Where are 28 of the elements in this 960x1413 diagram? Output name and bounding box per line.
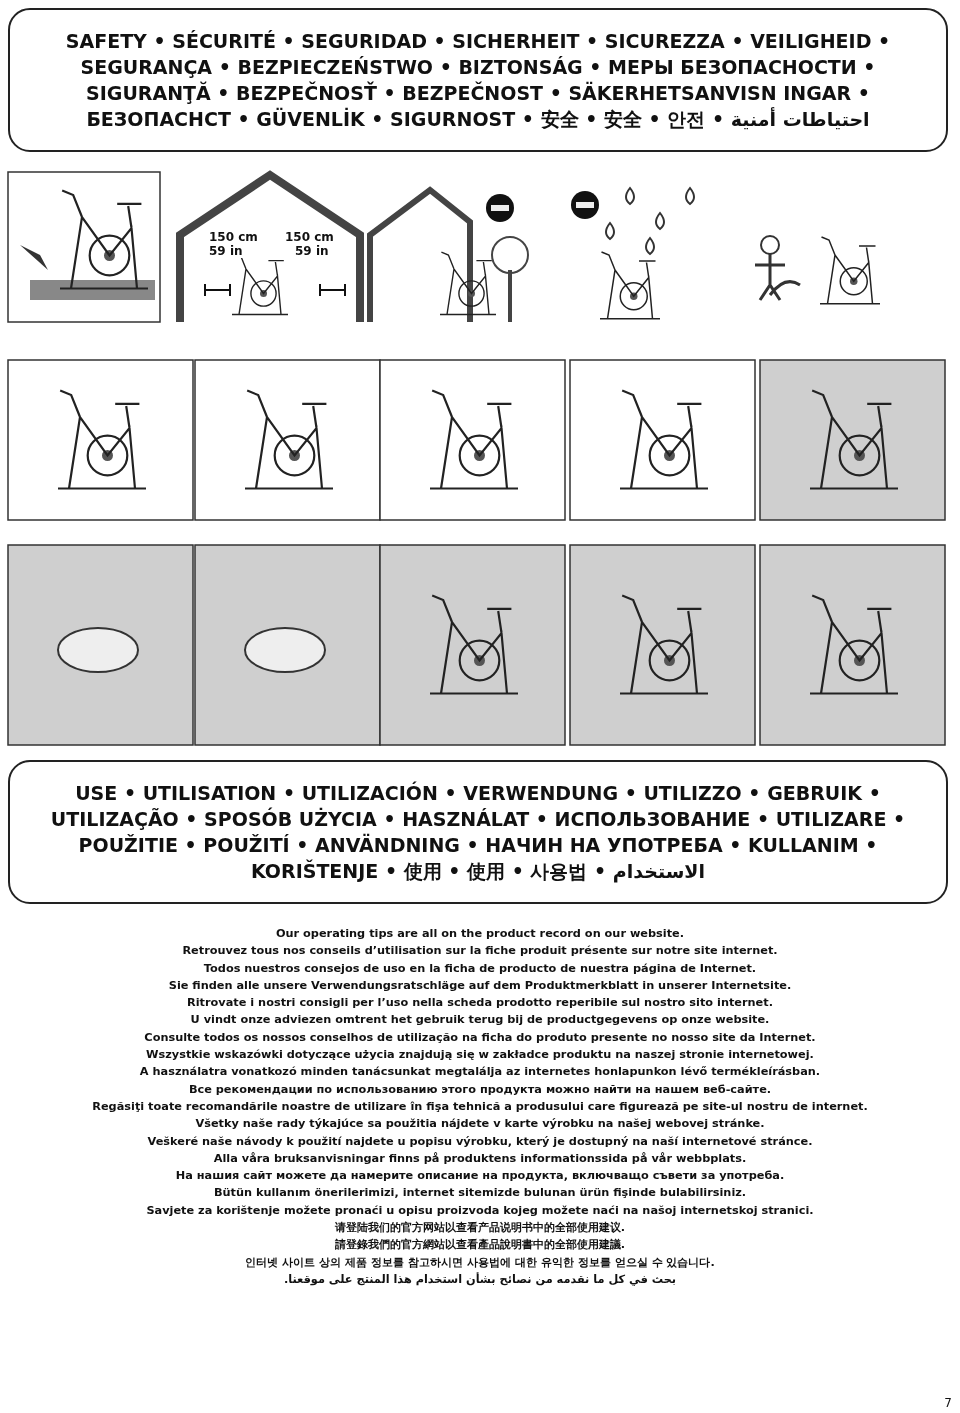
dimension-label: 59 in (209, 244, 243, 258)
instruction-text: 인터넷 사이트 상의 제품 정보를 참고하시면 사용법에 대한 유익한 정보를 얻으실 수 있습니다. (245, 1254, 715, 1271)
dimension-label: 59 in (295, 244, 329, 258)
instruction-text: U vindt onze adviezen omtrent het gebruik terug bij de productgegevens op onze website. (190, 1012, 770, 1029)
instruction-text: Veškeré naše návody k použití najdete u popisu výrobku, který je dostupný na naší internetové stránce. (147, 1133, 813, 1150)
instruction-text: 請登錄我們的官方網站以查看產品說明書中的全部使用建議. (334, 1237, 626, 1254)
instruction-text: Savjete za korištenje možete pronaći u opisu proizvoda kojeg možete naći na našoj internetskoj stranici. (146, 1202, 814, 1219)
dimension-label: 150 cm (209, 230, 258, 244)
section-heading: USE • UTILISATION • UTILIZACIÓN • VERWENDUNG • UTILIZZO • GEBRUIK • UTILIZAÇÃO • SPOSÓB UŻYCIA • HASZNÁLAT • ИСПОЛЬЗОВАНИЕ • UTILIZARE • POUŽITIE • POUŽITÍ • ANVÄNDNING • НАЧИН НА УПОТРЕБА • KULLANIM • KORIŠTENJE • 使用 • 使用 • 사용법 • الاستخدام (8, 760, 948, 904)
instruction-text: A használatra vonatkozó minden tanácsunkat megtalálja az internetes honlapunkon lévő termékleírásban. (139, 1064, 821, 1081)
instruction-text: Our operating tips are all on the product record on our website. (275, 926, 685, 942)
instruction-text: Consulte todos os nossos conselhos de utilização na ficha do produto presente no nosso site da Internet. (144, 1029, 816, 1046)
page-number: 7 (944, 1396, 952, 1410)
section-heading: SAFETY • SÉCURITÉ • SEGURIDAD • SICHERHEIT • SICUREZZA • VEILIGHEID • SEGURANÇA • BEZPIECZEŃSTWO • BIZTONSÁG • МЕРЫ БЕЗОПАСНОСТИ • SIGURANŢĂ • BEZPEČNOSŤ • BEZPEČNOST • SÄKERHETSANVISN INGAR • БЕЗОПАСНСТ • GÜVENLİK • SIGURNOST • 安全 • 安全 • 안전 • احتياطات أمنية (8, 8, 948, 152)
instruction-text: Bütün kullanım önerilerimizi, internet sitemizde bulunan ürün fişinde bulabilirsiniz. (213, 1185, 747, 1202)
instruction-text: Все рекомендации по использованию этого продукта можно найти на нашем веб-сайте. (188, 1081, 772, 1098)
instruction-text: Všetky naše rady týkajúce sa použitia nájdete v karte výrobku na našej webovej stránke. (195, 1116, 765, 1133)
instruction-text: Todos nuestros consejos de uso en la ficha de producto de nuestra página de Internet. (203, 960, 757, 977)
instruction-text: 请登陆我们的官方网站以查看产品说明书中的全部使用建议. (334, 1220, 626, 1237)
instruction-text: Sie finden alle unsere Verwendungsratschläge auf dem Produktmerkblatt in unserer Internetsite. (168, 977, 792, 994)
instruction-text: На нашия сайт можете да намерите описание на продукта, включващо съвети за употреба. (175, 1168, 785, 1185)
instruction-text: Alla våra bruksanvisningar finns på produktens informationssida på vår webbplats. (213, 1150, 747, 1167)
instruction-text: Regăsiţi toate recomandările noastre de utilizare în fişa tehnică a produsului care figurează pe site-ul nostru de internet. (92, 1098, 868, 1115)
instruction-text: بحث في كل ما نقدمه من نصائح بشأن استخدام هذا المنتج على موقعنا. (283, 1271, 677, 1288)
instruction-text: Retrouvez tous nos conseils d’utilisation sur la fiche produit présente sur notre site internet. (182, 943, 778, 960)
instruction-text: Ritrovate i nostri consigli per l’uso nella scheda prodotto reperibile sul nostro sito internet. (187, 995, 773, 1012)
instruction-text: Wszystkie wskazówki dotyczące użycia znajdują się w zakładce produktu na naszej stronie internetowej. (146, 1047, 814, 1064)
dimension-label: 150 cm (285, 230, 334, 244)
